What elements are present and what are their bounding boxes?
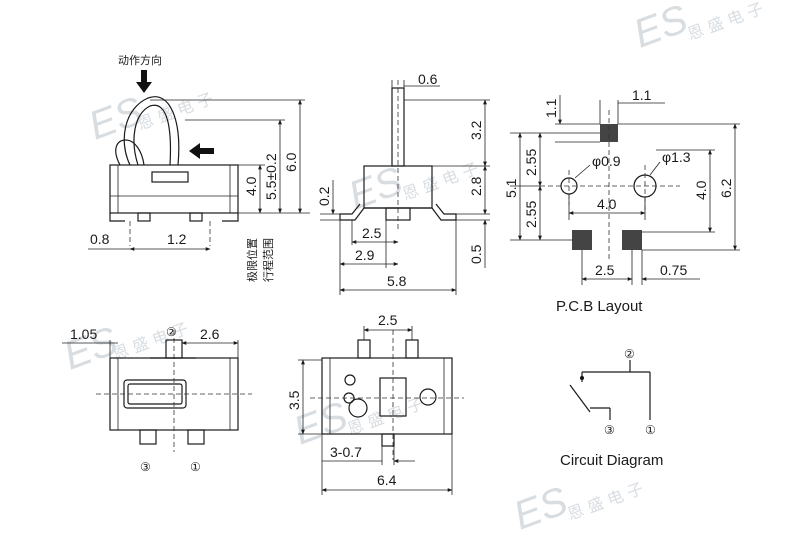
pin-3-label: ③ bbox=[140, 460, 151, 474]
dim-foot: 0.2 bbox=[316, 186, 332, 206]
watermark-text: 恩 盛 电 子 bbox=[685, 0, 766, 44]
dim-top-height: 1.1 bbox=[543, 98, 559, 118]
watermark-text: 恩 盛 电 子 bbox=[565, 479, 646, 524]
dim-height-total: 6.0 bbox=[283, 152, 299, 172]
circuit-pin-3: ③ bbox=[604, 423, 615, 437]
action-direction-label: 动作方向 bbox=[118, 53, 162, 67]
circuit-pin-2: ② bbox=[624, 347, 635, 361]
dim-right-total: 6.2 bbox=[718, 178, 734, 198]
dim-hole-pitch: 4.0 bbox=[597, 196, 617, 212]
left-arrow-icon bbox=[189, 143, 214, 159]
dim-top-right: 2.6 bbox=[200, 326, 220, 342]
pcb-pad-top bbox=[600, 124, 618, 142]
dim-bottom-height: 3.5 bbox=[286, 390, 302, 410]
circuit-diagram: ② ③ ① Circuit Diagram bbox=[560, 347, 663, 469]
dim-shaft: 0.6 bbox=[418, 71, 438, 87]
pcb-layout: 1.1 1.1 5.1 2.55 2.55 φ0.9 φ1.3 4.0 4.0 … bbox=[503, 87, 740, 315]
dim-height-inner: 4.0 bbox=[243, 176, 259, 196]
switch-body bbox=[109, 164, 239, 214]
dim-half-bottom: 2.55 bbox=[523, 201, 539, 228]
dim-total-left: 5.1 bbox=[503, 178, 519, 198]
dim-pad-width: 0.75 bbox=[660, 262, 687, 278]
down-arrow-icon bbox=[136, 70, 152, 93]
dim-d2: 2.9 bbox=[355, 247, 375, 263]
circuit-diagram-title: Circuit Diagram bbox=[560, 452, 663, 469]
slider-window bbox=[151, 171, 189, 183]
watermark-logo: ES bbox=[628, 0, 693, 56]
pcb-pad-right bbox=[622, 230, 642, 250]
bottom-view: 2.5 3.5 3-0.7 6.4 bbox=[286, 312, 464, 495]
dim-pad-pitch: 2.5 bbox=[595, 262, 615, 278]
front-view: 0.6 3.2 2.8 0.5 0.2 2.5 2.9 5.8 bbox=[316, 71, 490, 295]
watermark-logo: ES bbox=[343, 159, 408, 219]
dim-hole-small: φ0.9 bbox=[592, 153, 621, 169]
dim-hole-large: φ1.3 bbox=[662, 149, 691, 165]
pin-2-label: ② bbox=[166, 325, 177, 339]
dim-pitch-mid: 1.2 bbox=[167, 231, 187, 247]
travel-range-label: 行程范围 bbox=[261, 238, 275, 282]
dim-bottom-pitch: 2.5 bbox=[378, 312, 398, 328]
pcb-layout-title: P.C.B Layout bbox=[556, 298, 643, 315]
pin-1-label: ① bbox=[190, 460, 201, 474]
switch-contact bbox=[569, 384, 591, 413]
dim-bottom-hole: 3-0.7 bbox=[330, 444, 362, 460]
side-view: 动作方向 0.8 1.2 极限位置 行程范围 bbox=[88, 53, 310, 282]
dim-body-height: 2.8 bbox=[468, 176, 484, 196]
limit-position-label: 极限位置 bbox=[245, 238, 259, 282]
watermark-text: 恩 盛 电 子 bbox=[135, 89, 216, 134]
dim-right-height: 4.0 bbox=[693, 180, 709, 200]
dim-pitch-left: 0.8 bbox=[90, 231, 110, 247]
dim-top-left: 1.05 bbox=[70, 326, 97, 342]
dim-top-width: 1.1 bbox=[632, 87, 652, 103]
dim-width: 5.8 bbox=[387, 273, 407, 289]
watermark-logo: ES bbox=[508, 479, 573, 539]
pcb-pad-left bbox=[572, 230, 592, 250]
watermark-text: 恩 盛 电 子 bbox=[110, 319, 191, 364]
dim-d1: 2.5 bbox=[362, 225, 382, 241]
circuit-pin-1: ① bbox=[645, 423, 656, 437]
top-view: 1.05 2.6 ② ③ ① bbox=[62, 325, 252, 474]
locating-hole bbox=[344, 374, 356, 386]
dim-bottom-width: 6.4 bbox=[377, 472, 397, 488]
dim-shaft-height: 3.2 bbox=[468, 120, 484, 140]
dim-base: 0.5 bbox=[468, 244, 484, 264]
dim-half-top: 2.55 bbox=[523, 149, 539, 176]
dim-height-travel: 5.5±0.2 bbox=[263, 153, 279, 200]
